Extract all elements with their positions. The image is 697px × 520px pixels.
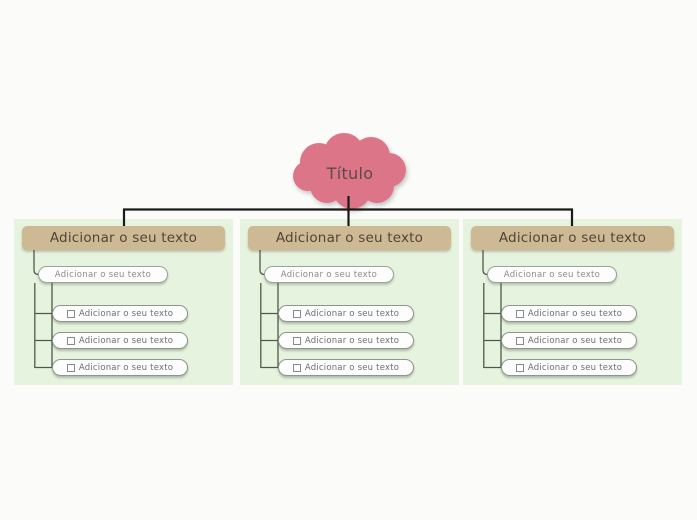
cloud-icon [293, 133, 406, 209]
leaf-item-3-1[interactable]: Adicionar o seu texto [501, 305, 637, 322]
leaf-item-1-1[interactable]: Adicionar o seu texto [52, 305, 188, 322]
leaf-label: Adicionar o seu texto [304, 335, 400, 346]
leaf-item-1-3[interactable]: Adicionar o seu texto [52, 359, 188, 376]
leaf-label: Adicionar o seu texto [527, 362, 623, 373]
checkbox-icon[interactable] [515, 336, 524, 345]
branch-subnode-2[interactable]: Adicionar o seu texto [264, 266, 394, 283]
leaf-label: Adicionar o seu texto [304, 308, 400, 319]
checkbox-icon[interactable] [66, 336, 75, 345]
leaf-label: Adicionar o seu texto [78, 308, 174, 319]
leaf-label: Adicionar o seu texto [304, 362, 400, 373]
checkbox-icon[interactable] [292, 336, 301, 345]
checkbox-icon[interactable] [292, 309, 301, 318]
leaf-label: Adicionar o seu texto [78, 362, 174, 373]
branch-header-2[interactable]: Adicionar o seu texto [248, 226, 451, 250]
leaf-label: Adicionar o seu texto [78, 335, 174, 346]
checkbox-icon[interactable] [292, 363, 301, 372]
branch-subnode-1[interactable]: Adicionar o seu texto [38, 266, 168, 283]
root-label: Título [326, 164, 374, 183]
leaf-item-1-2[interactable]: Adicionar o seu texto [52, 332, 188, 349]
branch-header-1[interactable]: Adicionar o seu texto [22, 226, 225, 250]
leaf-item-2-2[interactable]: Adicionar o seu texto [278, 332, 414, 349]
leaf-item-2-3[interactable]: Adicionar o seu texto [278, 359, 414, 376]
leaf-item-3-2[interactable]: Adicionar o seu texto [501, 332, 637, 349]
leaf-item-2-1[interactable]: Adicionar o seu texto [278, 305, 414, 322]
root-node[interactable]: Título [289, 133, 411, 209]
checkbox-icon[interactable] [66, 363, 75, 372]
checkbox-icon[interactable] [515, 363, 524, 372]
branch-header-3[interactable]: Adicionar o seu texto [471, 226, 674, 250]
checkbox-icon[interactable] [66, 309, 75, 318]
branch-subnode-3[interactable]: Adicionar o seu texto [487, 266, 617, 283]
leaf-label: Adicionar o seu texto [527, 335, 623, 346]
checkbox-icon[interactable] [515, 309, 524, 318]
leaf-label: Adicionar o seu texto [527, 308, 623, 319]
leaf-item-3-3[interactable]: Adicionar o seu texto [501, 359, 637, 376]
